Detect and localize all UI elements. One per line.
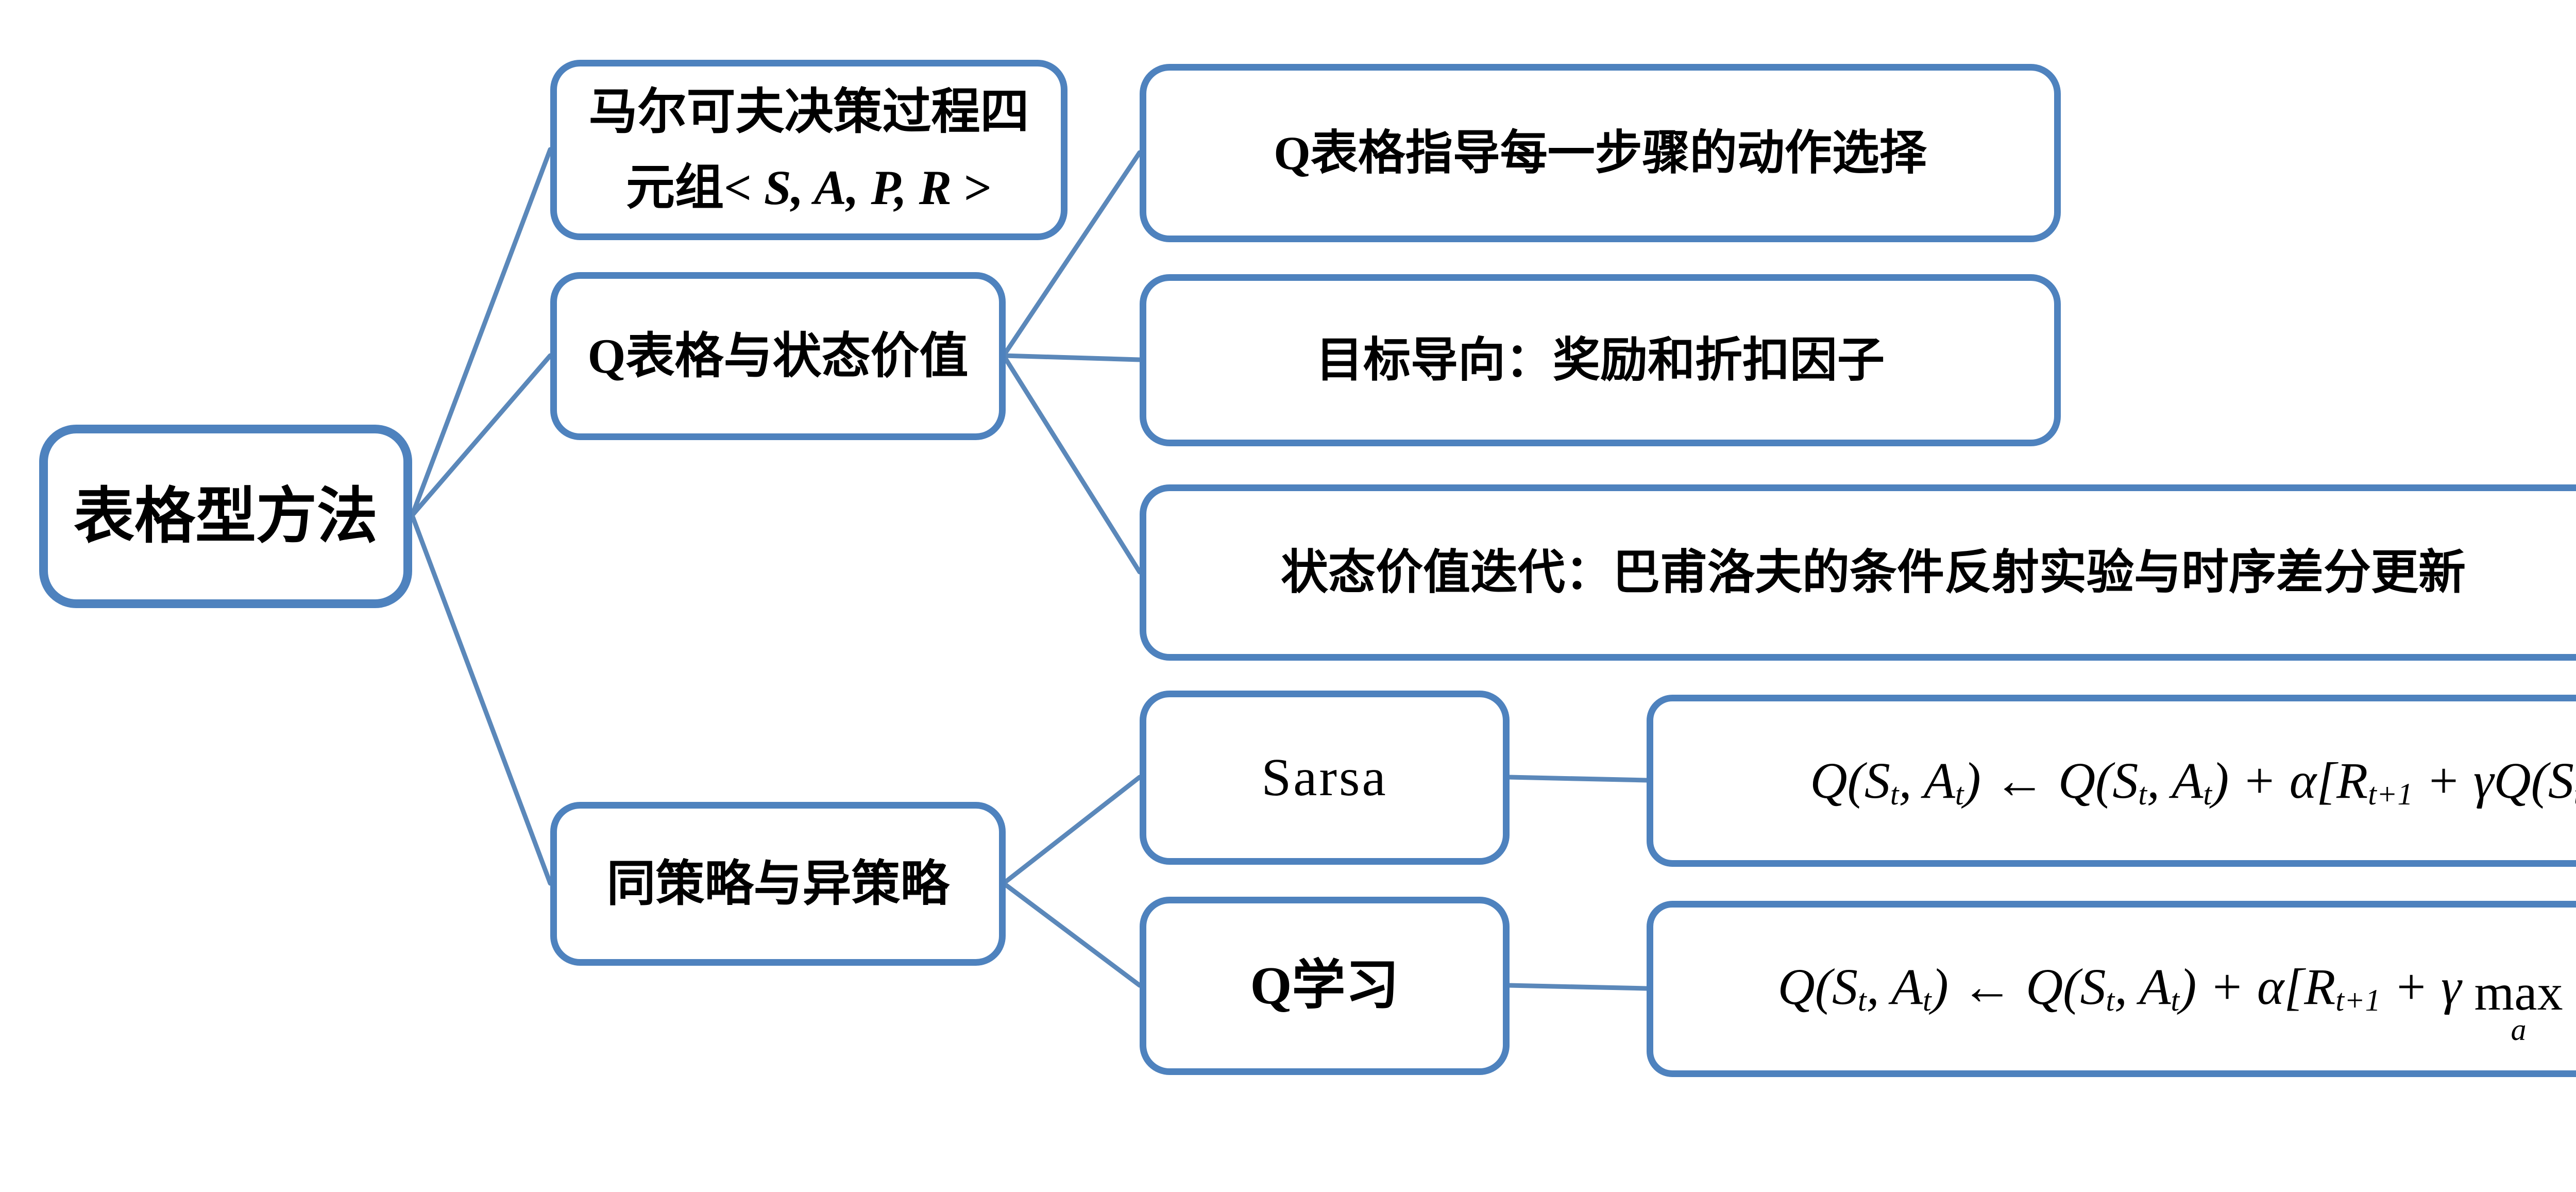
node-on-off-policy: 同策略与异策略 xyxy=(550,802,1006,966)
node-qlearning-label: Q学习 xyxy=(1250,956,1399,1015)
node-mdp-tuple-label: 马尔可夫决策过程四元组< S, A, P, R > xyxy=(588,84,1029,215)
leaf-goal-oriented: 目标导向：奖励和折扣因子 xyxy=(1140,274,2061,446)
connector-node-root-to-node-qtable xyxy=(410,353,553,518)
connector-node-root-to-node-policy xyxy=(410,513,553,886)
connector-node-root-to-node-mdp xyxy=(410,147,553,518)
formula-sarsa-update-text: Q(St, At) ← Q(St, At) + α[Rt+1 + γQ(St+1… xyxy=(1810,752,2576,812)
connector-node-qtable-to-leaf-qaction xyxy=(1001,150,1142,358)
connector-node-policy-to-node-qlearning xyxy=(1001,881,1142,988)
node-root-label: 表格型方法 xyxy=(73,482,378,550)
connector-node-qtable-to-leaf-valueiter xyxy=(1001,353,1142,575)
node-on-off-policy-label: 同策略与异策略 xyxy=(606,856,950,911)
leaf-qtable-action-selection-label: Q表格指导每一步骤的动作选择 xyxy=(1274,127,1927,179)
leaf-state-value-iteration: 状态价值迭代：巴甫洛夫的条件反射实验与时序差分更新 xyxy=(1140,484,2576,661)
leaf-qtable-action-selection: Q表格指导每一步骤的动作选择 xyxy=(1140,64,2061,242)
formula-sarsa-update: Q(St, At) ← Q(St, At) + α[Rt+1 + γQ(St+1… xyxy=(1647,695,2576,867)
leaf-goal-oriented-label: 目标导向：奖励和折扣因子 xyxy=(1315,334,1885,387)
connector-node-qlearning-to-formula-qlearn xyxy=(1506,983,1649,991)
node-qtable-state-value-label: Q表格与状态价值 xyxy=(587,328,969,383)
node-qlearning: Q学习 xyxy=(1140,897,1510,1075)
node-root: 表格型方法 xyxy=(39,425,412,608)
connector-node-sarsa-to-formula-sarsa xyxy=(1506,775,1649,783)
connector-node-policy-to-node-sarsa xyxy=(1001,775,1142,886)
node-sarsa: Sarsa xyxy=(1140,691,1510,865)
node-sarsa-label: Sarsa xyxy=(1261,748,1388,807)
leaf-state-value-iteration-label: 状态价值迭代：巴甫洛夫的条件反射实验与时序差分更新 xyxy=(1280,546,2466,599)
connector-node-qtable-to-leaf-goal xyxy=(1001,353,1142,362)
node-mdp-tuple: 马尔可夫决策过程四元组< S, A, P, R > xyxy=(550,60,1067,240)
node-qtable-state-value: Q表格与状态价值 xyxy=(550,272,1006,440)
